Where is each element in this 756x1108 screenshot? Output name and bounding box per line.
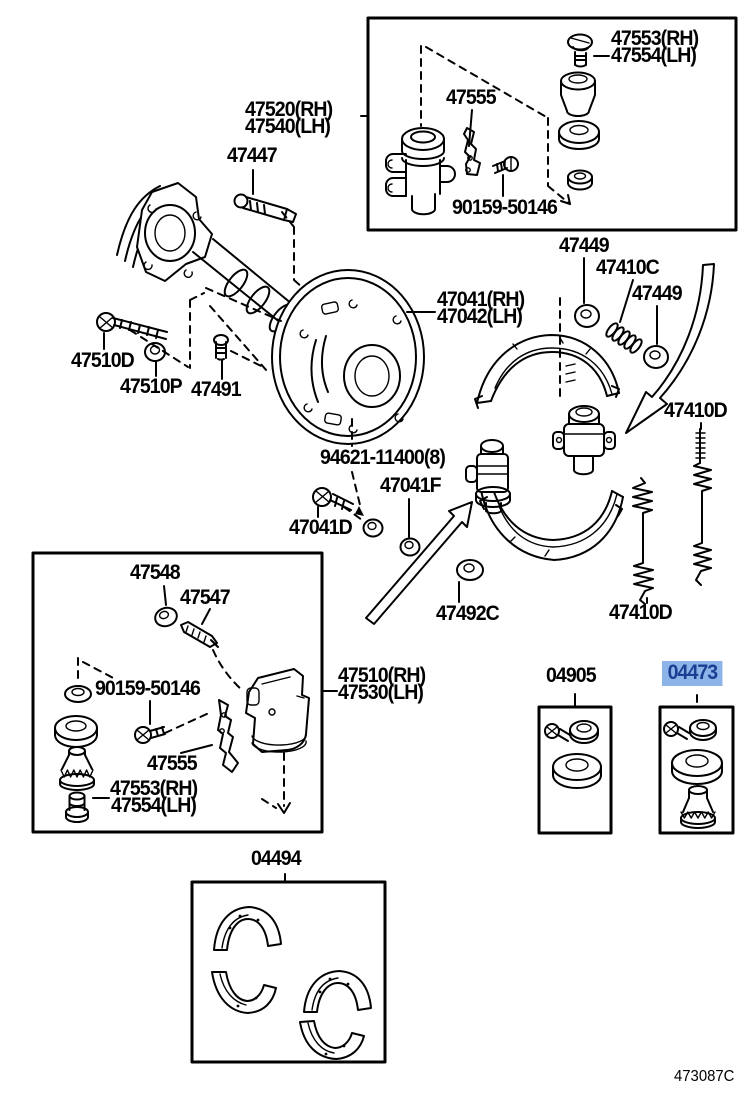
part-label-47041f[interactable]: 47041F [380, 474, 442, 497]
part-label-47510p[interactable]: 47510P [120, 375, 183, 398]
part-label-47410c[interactable]: 47410C [596, 256, 660, 279]
install-direction-arrow-right [625, 263, 715, 434]
part-label-47041d[interactable]: 47041D [289, 516, 353, 539]
part-label-47449-b[interactable]: 47449 [632, 282, 683, 305]
figure-code: 473087C [674, 1068, 735, 1085]
part-label-47553-rh-bot[interactable]: 47553(RH) [110, 777, 198, 800]
part-label-47554-lh-bot[interactable]: 47554(LH) [111, 794, 197, 817]
return-springs-drawing [632, 422, 712, 605]
part-label-47547[interactable]: 47547 [180, 586, 231, 609]
install-direction-arrow-left [365, 501, 473, 625]
fasteners-drawing [96, 287, 282, 380]
part-label-90159-50146-bot[interactable]: 90159-50146 [95, 677, 201, 700]
part-label-47410d-upper[interactable]: 47410D [664, 399, 728, 422]
part-label-47555-top[interactable]: 47555 [446, 86, 497, 109]
part-label-47447[interactable]: 47447 [227, 144, 278, 167]
part-label-47530-lh[interactable]: 47530(LH) [338, 681, 424, 704]
part-label-47510-rh[interactable]: 47510(RH) [338, 664, 426, 687]
part-label-47555-bot[interactable]: 47555 [147, 752, 198, 775]
part-label-47042-lh[interactable]: 47042(LH) [437, 305, 523, 328]
part-label-47041-rh[interactable]: 47041(RH) [437, 288, 525, 311]
kit-box-04473-drawing [658, 694, 735, 835]
part-label-47510d[interactable]: 47510D [71, 349, 135, 372]
kit-box-04905-drawing [537, 693, 613, 835]
part-label-04473-selected[interactable]: 04473 [662, 661, 723, 686]
kit-box-47520-drawing [366, 16, 738, 232]
part-label-47410d-lower[interactable]: 47410D [609, 601, 673, 624]
part-label-47449-a[interactable]: 47449 [559, 234, 610, 257]
part-label-47548[interactable]: 47548 [130, 561, 181, 584]
part-label-04905[interactable]: 04905 [546, 664, 597, 687]
part-label-47553-rh-top[interactable]: 47553(RH) [611, 27, 699, 50]
part-label-47554-lh-top[interactable]: 47554(LH) [611, 44, 697, 67]
part-label-47540-lh[interactable]: 47540(LH) [245, 115, 331, 138]
part-label-47491[interactable]: 47491 [191, 378, 242, 401]
kit-box-47510-drawing [31, 551, 324, 834]
part-label-94621-11400[interactable]: 94621-11400(8) [320, 446, 446, 469]
anchor-bolt-drawing [312, 418, 421, 557]
part-label-47492c[interactable]: 47492C [436, 602, 500, 625]
part-label-47520-rh[interactable]: 47520(RH) [245, 98, 333, 121]
backing-plate-drawing [271, 269, 436, 445]
part-label-04494[interactable]: 04494 [251, 847, 302, 870]
part-label-90159-50146-top[interactable]: 90159-50146 [452, 196, 558, 219]
pin-47447-drawing [233, 169, 304, 289]
brake-shoes-drawing [465, 297, 624, 561]
grommets-drawing [456, 257, 669, 603]
kit-box-04494-drawing [190, 873, 387, 1064]
